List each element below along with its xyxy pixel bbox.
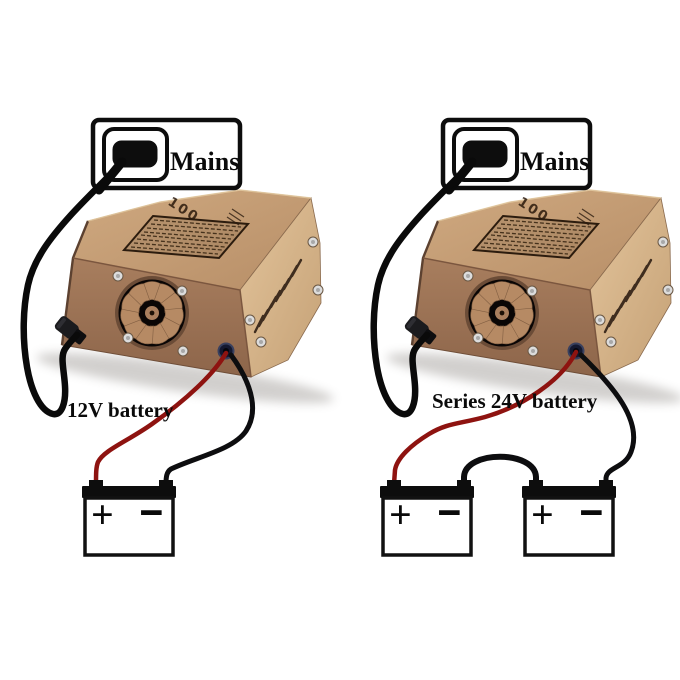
- series-jumper-wire: [461, 453, 539, 487]
- left-battery-label: 12V battery: [67, 398, 174, 422]
- right-battery-label: Series 24V battery: [432, 389, 598, 413]
- left-charger: [53, 190, 323, 377]
- battery-24v-first: [378, 478, 476, 557]
- left-mains-label: Mains: [170, 147, 239, 176]
- battery-24v-second: [520, 478, 618, 557]
- right-positive-wire: [391, 349, 579, 487]
- right-charger: [403, 190, 673, 377]
- right-negative-wire: [578, 352, 637, 487]
- left-positive-wire: [93, 350, 229, 487]
- battery-12v: [80, 478, 178, 557]
- left-negative-wire: [163, 352, 256, 487]
- right-mains-label: Mains: [520, 147, 589, 176]
